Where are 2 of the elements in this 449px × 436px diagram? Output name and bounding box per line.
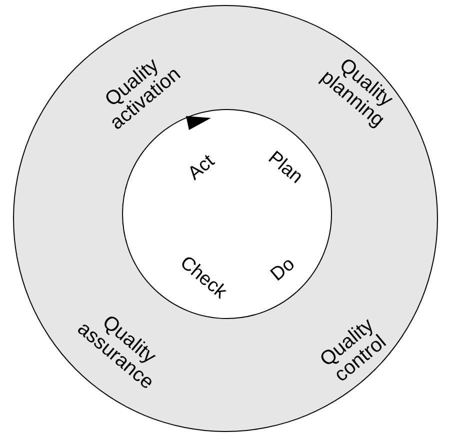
circle-label: Act <box>184 152 218 184</box>
circle-label: Do <box>267 254 299 286</box>
